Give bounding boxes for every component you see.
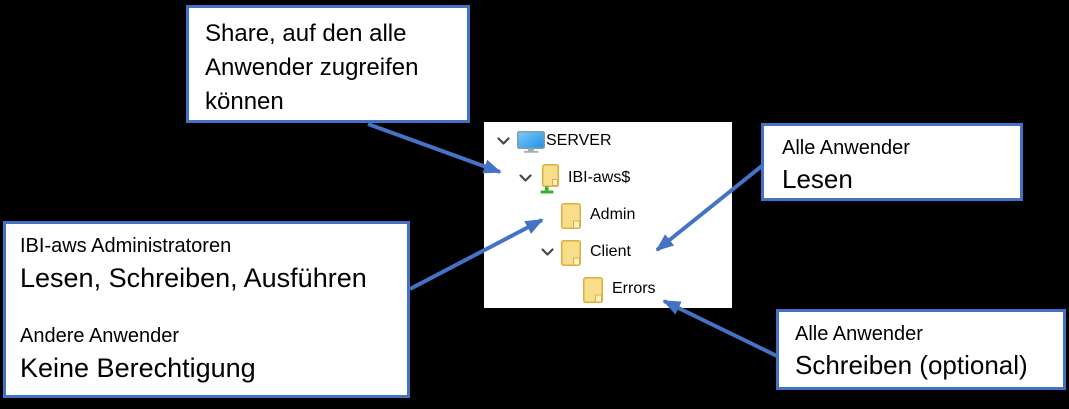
tree-item-server[interactable]: SERVER bbox=[484, 123, 732, 160]
callout-write-permission-text: Schreiben (optional) bbox=[795, 350, 1028, 380]
explorer-tree-panel: SERVER IBI-aws$ Admin Client Errors bbox=[484, 122, 732, 308]
folder-icon-slot bbox=[583, 276, 611, 303]
arrow-share-to-ibi-aws bbox=[367, 122, 502, 174]
tree-item-errors[interactable]: Errors bbox=[484, 271, 732, 308]
callout-admin-subject: IBI-aws Administratoren bbox=[20, 235, 232, 257]
folder-icon bbox=[561, 239, 581, 266]
callout-admin-permission-text: Lesen, Schreiben, Ausführen bbox=[20, 263, 367, 293]
shared-folder-icon bbox=[540, 163, 559, 193]
callout-read-subject: Alle Anwender bbox=[782, 137, 910, 159]
callout-admin-group-others: Andere Anwender Keine Berechtigung bbox=[20, 322, 399, 386]
tree-expander[interactable] bbox=[495, 137, 511, 146]
tree-item-label: Client bbox=[590, 243, 631, 260]
callout-write-subject: Alle Anwender bbox=[795, 323, 923, 345]
callout-others-permission-text: Keine Berechtigung bbox=[20, 353, 256, 383]
callout-admin-permissions: IBI-aws Administratoren Lesen, Schreiben… bbox=[3, 221, 410, 398]
folder-icon bbox=[561, 202, 581, 229]
tree-item-label: Admin bbox=[590, 206, 636, 223]
arrow-write-to-errors-folder bbox=[662, 299, 778, 358]
callout-write-permission: Alle Anwender Schreiben (optional) bbox=[776, 309, 1066, 390]
tree-expander[interactable] bbox=[539, 248, 555, 257]
computer-icon-slot bbox=[517, 130, 545, 153]
tree-item-client[interactable]: Client bbox=[484, 234, 732, 271]
folder-icon-slot bbox=[561, 202, 589, 229]
tree-item-label: Errors bbox=[612, 280, 656, 297]
shared-folder-icon-slot bbox=[539, 163, 567, 194]
callout-admin-group-administrators: IBI-aws Administratoren Lesen, Schreiben… bbox=[20, 232, 399, 296]
folder-icon bbox=[583, 276, 603, 303]
chevron-down-icon[interactable] bbox=[496, 137, 510, 146]
tree-item-label: IBI-aws$ bbox=[568, 169, 631, 186]
chevron-down-icon[interactable] bbox=[540, 248, 554, 257]
tree-item-label: SERVER bbox=[546, 132, 612, 149]
tree-item-admin[interactable]: Admin bbox=[484, 197, 732, 234]
callout-read-permission: Alle Anwender Lesen bbox=[761, 123, 1023, 201]
computer-icon bbox=[517, 130, 545, 153]
chevron-down-icon[interactable] bbox=[518, 174, 532, 183]
callout-share: Share, auf den alle Anwender zugreifen k… bbox=[186, 5, 470, 123]
callout-read-permission-text: Lesen bbox=[782, 164, 853, 194]
callout-share-text: Share, auf den alle Anwender zugreifen k… bbox=[205, 20, 419, 115]
tree-expander[interactable] bbox=[517, 174, 533, 183]
callout-others-subject: Andere Anwender bbox=[20, 325, 180, 347]
folder-icon-slot bbox=[561, 239, 589, 266]
tree-item-ibi-aws-[interactable]: IBI-aws$ bbox=[484, 160, 732, 197]
